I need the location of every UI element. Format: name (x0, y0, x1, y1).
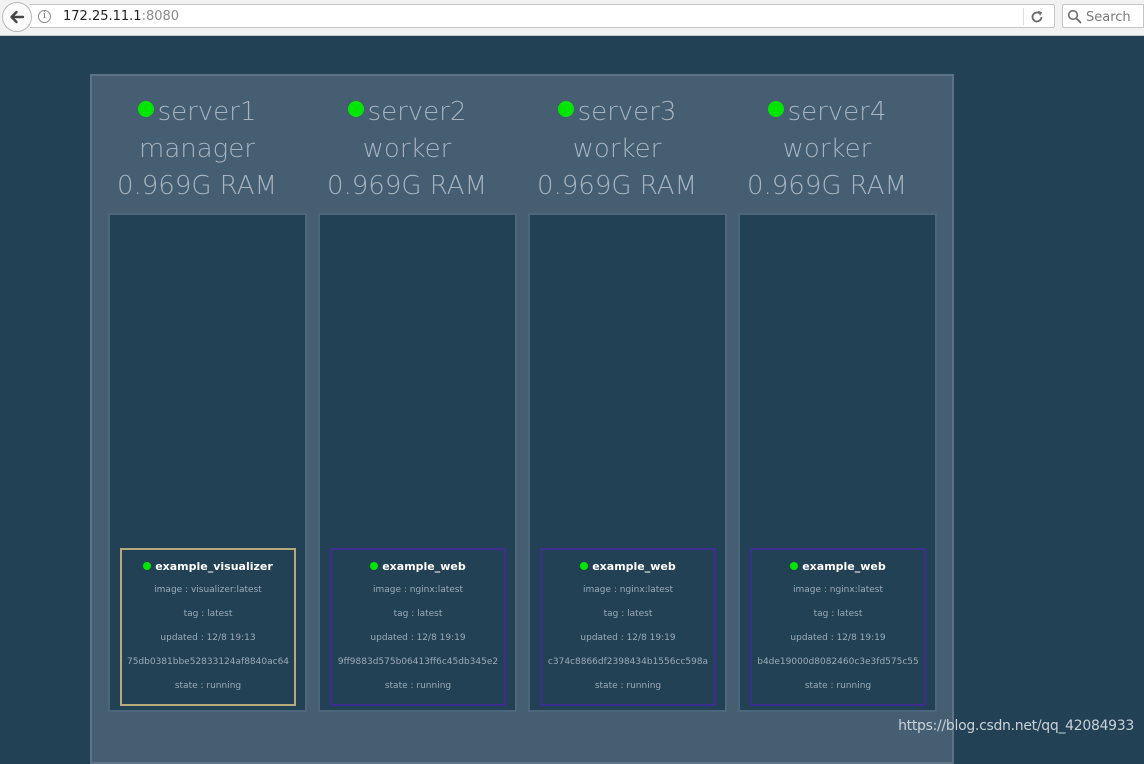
node-header: server2 worker 0.969G RAM (302, 94, 512, 205)
node-name: server4 (787, 97, 887, 127)
task-name: example_web (802, 560, 886, 573)
task-updated: updated : 12/8 19:19 (790, 633, 886, 643)
node-name-row: server1 (92, 94, 302, 131)
node-server2: server2 worker 0.969G RAM example_web im… (302, 76, 517, 716)
task-title: example_web (332, 560, 504, 573)
task-name: example_visualizer (155, 560, 273, 573)
task-updated: updated : 12/8 19:19 (580, 633, 676, 643)
task-id: b4de19000d8082460c3e3fd575c55 (757, 657, 919, 667)
task-card[interactable]: example_visualizer image : visualizer:la… (120, 548, 296, 706)
url-bar[interactable]: i 172.25.11.1:8080 (30, 4, 1055, 28)
task-tag: tag : latest (183, 609, 233, 619)
node-status-dot (347, 101, 364, 117)
node-name: server2 (367, 97, 467, 127)
task-id: 75db0381bbe52833124af8840ac64 (126, 657, 290, 667)
node-name-row: server3 (512, 94, 722, 131)
task-image: image : nginx:latest (372, 585, 464, 595)
task-state: state : running (384, 681, 452, 691)
task-updated: updated : 12/8 19:13 (160, 633, 256, 643)
node-name: server3 (577, 97, 677, 127)
task-name: example_web (592, 560, 676, 573)
task-title: example_web (542, 560, 714, 573)
task-state: state : running (594, 681, 662, 691)
url-port: :8080 (141, 9, 180, 24)
node-status-dot (137, 101, 154, 117)
node-role: worker (782, 134, 872, 164)
task-name: example_web (382, 560, 466, 573)
node-ram: 0.969G RAM (536, 171, 698, 201)
node-status-dot (767, 101, 784, 117)
task-status-dot (790, 562, 799, 570)
node-role: worker (572, 134, 662, 164)
node-header: server3 worker 0.969G RAM (512, 94, 722, 205)
node-server3: server3 worker 0.969G RAM example_web im… (512, 76, 727, 716)
task-state: state : running (174, 681, 242, 691)
node-task-column: example_web image : nginx:latest tag : l… (528, 213, 727, 712)
task-id: c374c8866df2398434b1556cc598a (547, 657, 709, 667)
task-tag: tag : latest (603, 609, 653, 619)
task-image: image : nginx:latest (582, 585, 674, 595)
cluster-panel: server1 manager 0.969G RAM example_visua… (90, 74, 954, 764)
task-state: state : running (804, 681, 872, 691)
node-name: server1 (157, 97, 257, 127)
node-task-column: example_web image : nginx:latest tag : l… (738, 213, 937, 712)
back-button[interactable] (2, 2, 32, 32)
task-tag: tag : latest (393, 609, 443, 619)
task-status-dot (143, 562, 152, 570)
node-role: manager (139, 134, 255, 164)
back-arrow-icon (10, 10, 25, 24)
node-name-row: server2 (302, 94, 512, 131)
watermark: https://blog.csdn.net/qq_42084933 (898, 718, 1134, 734)
reload-icon[interactable] (1029, 9, 1045, 25)
url-bar-separator (1023, 8, 1024, 25)
task-updated: updated : 12/8 19:19 (370, 633, 466, 643)
task-id: 9ff9883d575b06413ff6c45db345e2 (337, 657, 499, 667)
url-host: 172.25.11.1 (63, 9, 142, 24)
node-role: worker (362, 134, 452, 164)
url-text[interactable]: 172.25.11.1:8080 (63, 9, 179, 24)
node-ram: 0.969G RAM (326, 171, 488, 201)
task-image: image : nginx:latest (792, 585, 884, 595)
task-tag: tag : latest (813, 609, 863, 619)
task-image: image : visualizer:latest (154, 585, 262, 595)
task-title: example_visualizer (122, 560, 294, 573)
search-icon (1067, 9, 1082, 24)
node-header: server4 worker 0.969G RAM (722, 94, 932, 205)
task-card[interactable]: example_web image : nginx:latest tag : l… (540, 548, 716, 706)
info-icon[interactable]: i (38, 10, 51, 23)
search-bar[interactable]: Search (1062, 4, 1144, 28)
task-card[interactable]: example_web image : nginx:latest tag : l… (330, 548, 506, 706)
search-placeholder[interactable]: Search (1086, 10, 1131, 25)
node-ram: 0.969G RAM (116, 171, 278, 201)
node-server1: server1 manager 0.969G RAM example_visua… (92, 76, 307, 716)
browser-toolbar: i 172.25.11.1:8080 Search (0, 0, 1144, 36)
node-header: server1 manager 0.969G RAM (92, 94, 302, 205)
node-status-dot (557, 101, 574, 117)
task-title: example_web (752, 560, 924, 573)
task-status-dot (370, 562, 379, 570)
node-ram: 0.969G RAM (746, 171, 908, 201)
task-card[interactable]: example_web image : nginx:latest tag : l… (750, 548, 926, 706)
node-task-column: example_visualizer image : visualizer:la… (108, 213, 307, 712)
node-task-column: example_web image : nginx:latest tag : l… (318, 213, 517, 712)
node-name-row: server4 (722, 94, 932, 131)
task-status-dot (580, 562, 589, 570)
node-server4: server4 worker 0.969G RAM example_web im… (722, 76, 937, 716)
